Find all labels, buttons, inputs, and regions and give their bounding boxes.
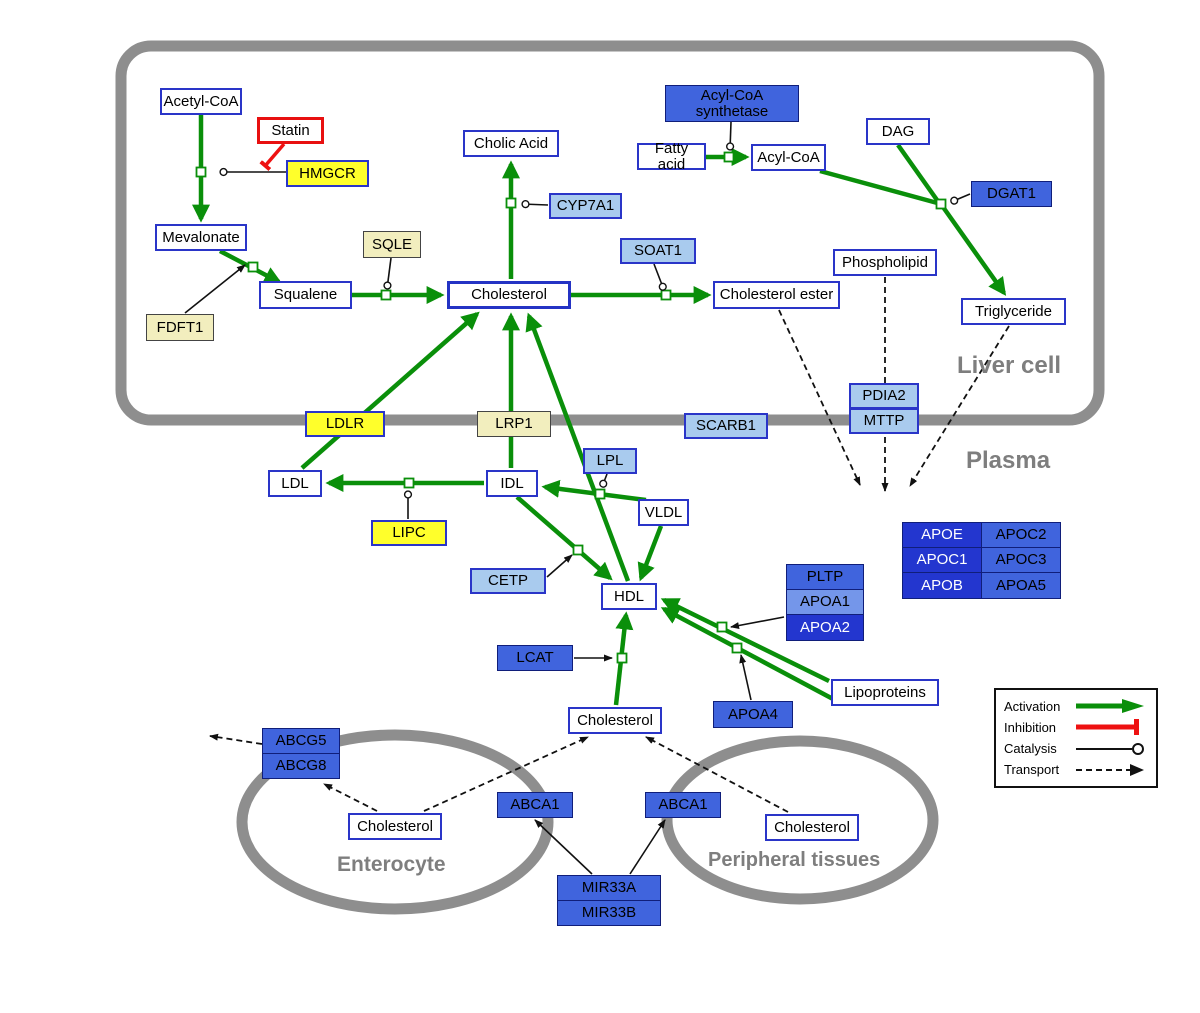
node-sqle[interactable]: SQLE xyxy=(363,231,421,258)
peripheral-tissues-label: Peripheral tissues xyxy=(708,849,881,871)
node-lrp1[interactable]: LRP1 xyxy=(477,411,551,437)
node-phospholipid[interactable]: Phospholipid xyxy=(833,249,937,276)
node-ldl[interactable]: LDL xyxy=(268,470,322,497)
node-cholesterol-enterocyte[interactable]: Cholesterol xyxy=(348,813,442,840)
node-acyl-coa-synthetase[interactable]: Acyl-CoA synthetase xyxy=(665,85,799,122)
node-apoc3[interactable]: APOC3 xyxy=(981,547,1061,573)
node-cholesterol-plasma[interactable]: Cholesterol xyxy=(568,707,662,734)
inhibition-tee-icon xyxy=(1076,719,1139,736)
node-acetyl-coa[interactable]: Acetyl-CoA xyxy=(160,88,242,115)
node-dgat1[interactable]: DGAT1 xyxy=(971,181,1052,207)
legend-row-inhibition: Inhibition xyxy=(1004,717,1148,737)
node-hdl[interactable]: HDL xyxy=(601,583,657,610)
node-pltp[interactable]: PLTP xyxy=(786,564,864,590)
node-ldlr[interactable]: LDLR xyxy=(305,411,385,437)
node-mir33a[interactable]: MIR33A xyxy=(557,875,661,901)
node-idl[interactable]: IDL xyxy=(486,470,538,497)
node-apoa5[interactable]: APOA5 xyxy=(981,572,1061,599)
transport-dashed-arrow-icon xyxy=(1076,763,1144,776)
node-apoc2[interactable]: APOC2 xyxy=(981,522,1061,548)
node-apoa4[interactable]: APOA4 xyxy=(713,701,793,728)
node-mir33b[interactable]: MIR33B xyxy=(557,900,661,926)
node-fatty-acid[interactable]: Fatty acid xyxy=(637,140,706,172)
node-abca1-peripheral[interactable]: ABCA1 xyxy=(645,792,721,818)
node-cholesterol-liver[interactable]: Cholesterol xyxy=(447,281,571,309)
node-statin[interactable]: Statin xyxy=(257,117,324,144)
node-apoa2[interactable]: APOA2 xyxy=(786,614,864,641)
reaction-nodes xyxy=(195,151,947,664)
legend-transport-label: Transport xyxy=(1004,762,1060,778)
node-apoa1[interactable]: APOA1 xyxy=(786,589,864,615)
transport-edges xyxy=(209,277,1010,813)
legend-row-transport: Transport xyxy=(1004,760,1148,780)
legend-catalysis-label: Catalysis xyxy=(1004,741,1057,757)
node-apoe[interactable]: APOE xyxy=(902,522,982,548)
liver-cell-membrane xyxy=(115,40,1105,426)
node-acyl-coa[interactable]: Acyl-CoA xyxy=(751,144,826,171)
node-mevalonate[interactable]: Mevalonate xyxy=(155,224,247,251)
node-scarb1[interactable]: SCARB1 xyxy=(684,413,768,439)
legend-row-catalysis: Catalysis xyxy=(1004,739,1148,759)
activation-arrow-icon xyxy=(1076,699,1144,713)
node-triglyceride[interactable]: Triglyceride xyxy=(961,298,1066,325)
catalysis-edges xyxy=(184,121,971,875)
node-vldl[interactable]: VLDL xyxy=(638,499,689,526)
legend-inhibition-label: Inhibition xyxy=(1004,719,1057,735)
compartment-outlines xyxy=(115,40,1105,915)
node-cholesterol-peripheral[interactable]: Cholesterol xyxy=(765,814,859,841)
inhibition-edge-statin xyxy=(259,142,286,172)
node-abcg8[interactable]: ABCG8 xyxy=(262,753,340,779)
catalysis-circle-icon xyxy=(1076,742,1144,755)
legend-row-activation: Activation xyxy=(1004,696,1148,716)
node-cholesterol-ester[interactable]: Cholesterol ester xyxy=(713,281,840,309)
node-apoc1[interactable]: APOC1 xyxy=(902,547,982,573)
node-lipoproteins[interactable]: Lipoproteins xyxy=(831,679,939,706)
node-cyp7a1[interactable]: CYP7A1 xyxy=(549,193,622,219)
node-dag[interactable]: DAG xyxy=(866,118,930,145)
peripheral-tissues-membrane xyxy=(661,735,939,905)
node-soat1[interactable]: SOAT1 xyxy=(620,238,696,264)
node-squalene[interactable]: Squalene xyxy=(259,281,352,309)
liver-cell-label: Liver cell xyxy=(957,352,1062,379)
enterocyte-membrane xyxy=(236,729,554,915)
plasma-label: Plasma xyxy=(966,447,1051,474)
node-lcat[interactable]: LCAT xyxy=(497,645,573,671)
node-abca1-enterocyte[interactable]: ABCA1 xyxy=(497,792,573,818)
node-fdft1[interactable]: FDFT1 xyxy=(146,314,214,341)
node-cholic-acid[interactable]: Cholic Acid xyxy=(463,130,559,157)
node-lpl[interactable]: LPL xyxy=(583,448,637,474)
node-mttp[interactable]: MTTP xyxy=(849,408,919,434)
node-abcg5[interactable]: ABCG5 xyxy=(262,728,340,754)
node-apob[interactable]: APOB xyxy=(902,572,982,599)
node-cetp[interactable]: CETP xyxy=(470,568,546,594)
node-hmgcr[interactable]: HMGCR xyxy=(286,160,369,187)
enterocyte-label: Enterocyte xyxy=(337,853,446,876)
legend: Activation Inhibition Catalysis Transpor… xyxy=(994,688,1158,788)
node-lipc[interactable]: LIPC xyxy=(371,520,447,546)
node-pdia2[interactable]: PDIA2 xyxy=(849,383,919,409)
legend-activation-label: Activation xyxy=(1004,698,1061,714)
